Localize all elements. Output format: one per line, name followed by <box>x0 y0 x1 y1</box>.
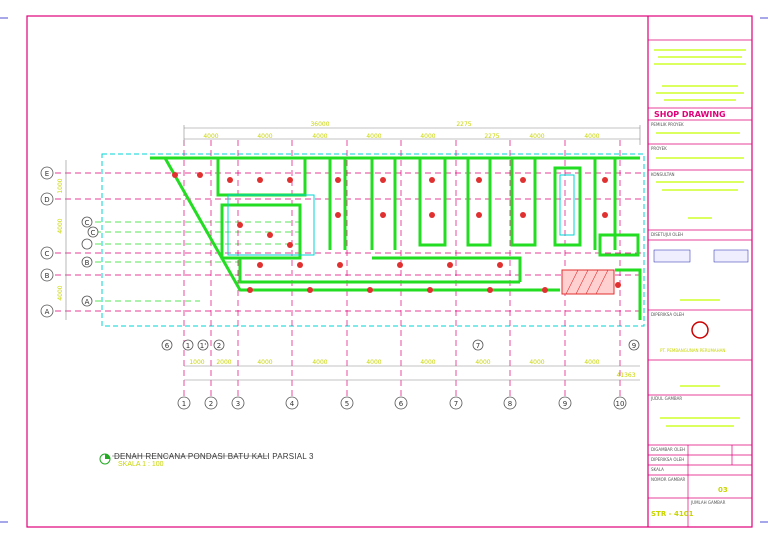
dim-top: 4000 <box>529 133 544 140</box>
col-label: 2 <box>217 342 221 350</box>
col-label: 1' <box>200 342 206 350</box>
dim-top: 4000 <box>420 133 435 140</box>
col-label: 5 <box>345 400 349 408</box>
dim-left: 4000 <box>57 218 64 233</box>
row-label: D <box>44 196 49 204</box>
tb-owner-label: PEMILIK PROYEK <box>651 122 684 127</box>
title-block <box>648 39 752 527</box>
dim-bottom: 4000 <box>366 359 381 366</box>
col-label: 1 <box>186 342 190 350</box>
tb-checked-label: DIPERIKSA OLEH <box>651 312 684 317</box>
col-label: 10 <box>616 400 625 408</box>
dim-overall: 36000 <box>310 121 329 128</box>
bottom-dimension-lines <box>184 365 640 381</box>
drawing-title: DENAH RENCANA PONDASI BATU KALI PARSIAL … <box>114 452 314 461</box>
col-label: 9 <box>632 342 636 350</box>
col-label: 8 <box>508 400 512 408</box>
dim-bottom: 4000 <box>257 359 272 366</box>
sheet-corner-marks <box>0 17 768 523</box>
dim-top: 4000 <box>203 133 218 140</box>
dim-top: 4000 <box>584 133 599 140</box>
tb-sheet-no: 03 <box>718 486 728 494</box>
dim-bottom: 2000 <box>216 359 231 366</box>
tb-project-label: PROYEK <box>651 146 667 151</box>
dim-small: 2275 <box>456 121 471 128</box>
dim-bottom: 4000 <box>584 359 599 366</box>
col-label: 6 <box>399 400 404 408</box>
footing-markers <box>172 172 621 293</box>
col-label: 1 <box>182 400 186 408</box>
tb-contractor-name: PT. PEMBANGUNAN PERUMAHAN <box>660 348 725 353</box>
plan-outline <box>101 153 645 327</box>
dim-left: 1000 <box>57 178 64 193</box>
row-label: C <box>45 250 50 258</box>
tb-drawing-title-label: JUDUL GAMBAR <box>650 396 682 401</box>
tb-drawn-label: DIGAMBAR OLEH <box>651 447 685 452</box>
titleblock-placeholder-lines <box>654 49 746 427</box>
tb-scale-label: SKALA <box>651 467 664 472</box>
row-bubbles <box>40 166 99 318</box>
row-label: E <box>45 170 49 178</box>
dim-bottom: 4000 <box>312 359 327 366</box>
dim-top: 4000 <box>366 133 381 140</box>
col-label: 6 <box>165 342 170 350</box>
dim-bottom: 4000 <box>475 359 490 366</box>
col-label: 7 <box>476 342 480 350</box>
row-label: A <box>85 298 90 306</box>
row-label: C <box>85 219 90 227</box>
tb-approved-label: DISETUJUI OLEH <box>651 232 683 237</box>
row-label: B <box>45 272 50 280</box>
col-label: 7 <box>454 400 458 408</box>
dim-left: 4000 <box>57 285 64 300</box>
top-dimension-lines <box>183 125 641 145</box>
dim-top: 4000 <box>312 133 327 140</box>
dim-bottom-right: 41363 <box>616 372 635 379</box>
row-grid-lines <box>55 172 644 312</box>
row-grid-lines-green <box>95 221 300 302</box>
cyan-details <box>227 174 575 256</box>
drawing-scale: SKALA 1 : 100 <box>118 461 164 468</box>
dim-small2: 2275 <box>484 133 499 140</box>
consultant-logos <box>653 249 749 339</box>
dim-bottom: 1000 <box>189 359 204 366</box>
col-label: 4 <box>290 400 295 408</box>
foundation-walls <box>150 156 642 320</box>
tb-checked2-label: DIPERIKSA OLEH <box>651 457 684 462</box>
tb-sheet-no-label: NOMOR GAMBAR <box>651 477 686 482</box>
col-label: 9 <box>563 400 567 408</box>
column-bubbles <box>161 339 640 410</box>
dim-top: 4000 <box>257 133 272 140</box>
col-label: 2 <box>209 400 213 408</box>
sheet-border <box>26 15 753 528</box>
tb-consultant-label: KONSULTAN <box>651 172 675 177</box>
row-label: B <box>85 259 90 267</box>
row-label: C <box>91 229 96 237</box>
hatched-footing <box>561 269 615 295</box>
row-label: A <box>45 308 50 316</box>
col-label: 3 <box>236 400 240 408</box>
tb-header: SHOP DRAWING <box>654 110 726 119</box>
dim-bottom: 4000 <box>529 359 544 366</box>
tb-sheet-code: STR - 4101 <box>651 510 694 518</box>
tb-sheet-count-label: JUMLAH GAMBAR <box>690 500 726 505</box>
dim-bottom: 4000 <box>420 359 435 366</box>
